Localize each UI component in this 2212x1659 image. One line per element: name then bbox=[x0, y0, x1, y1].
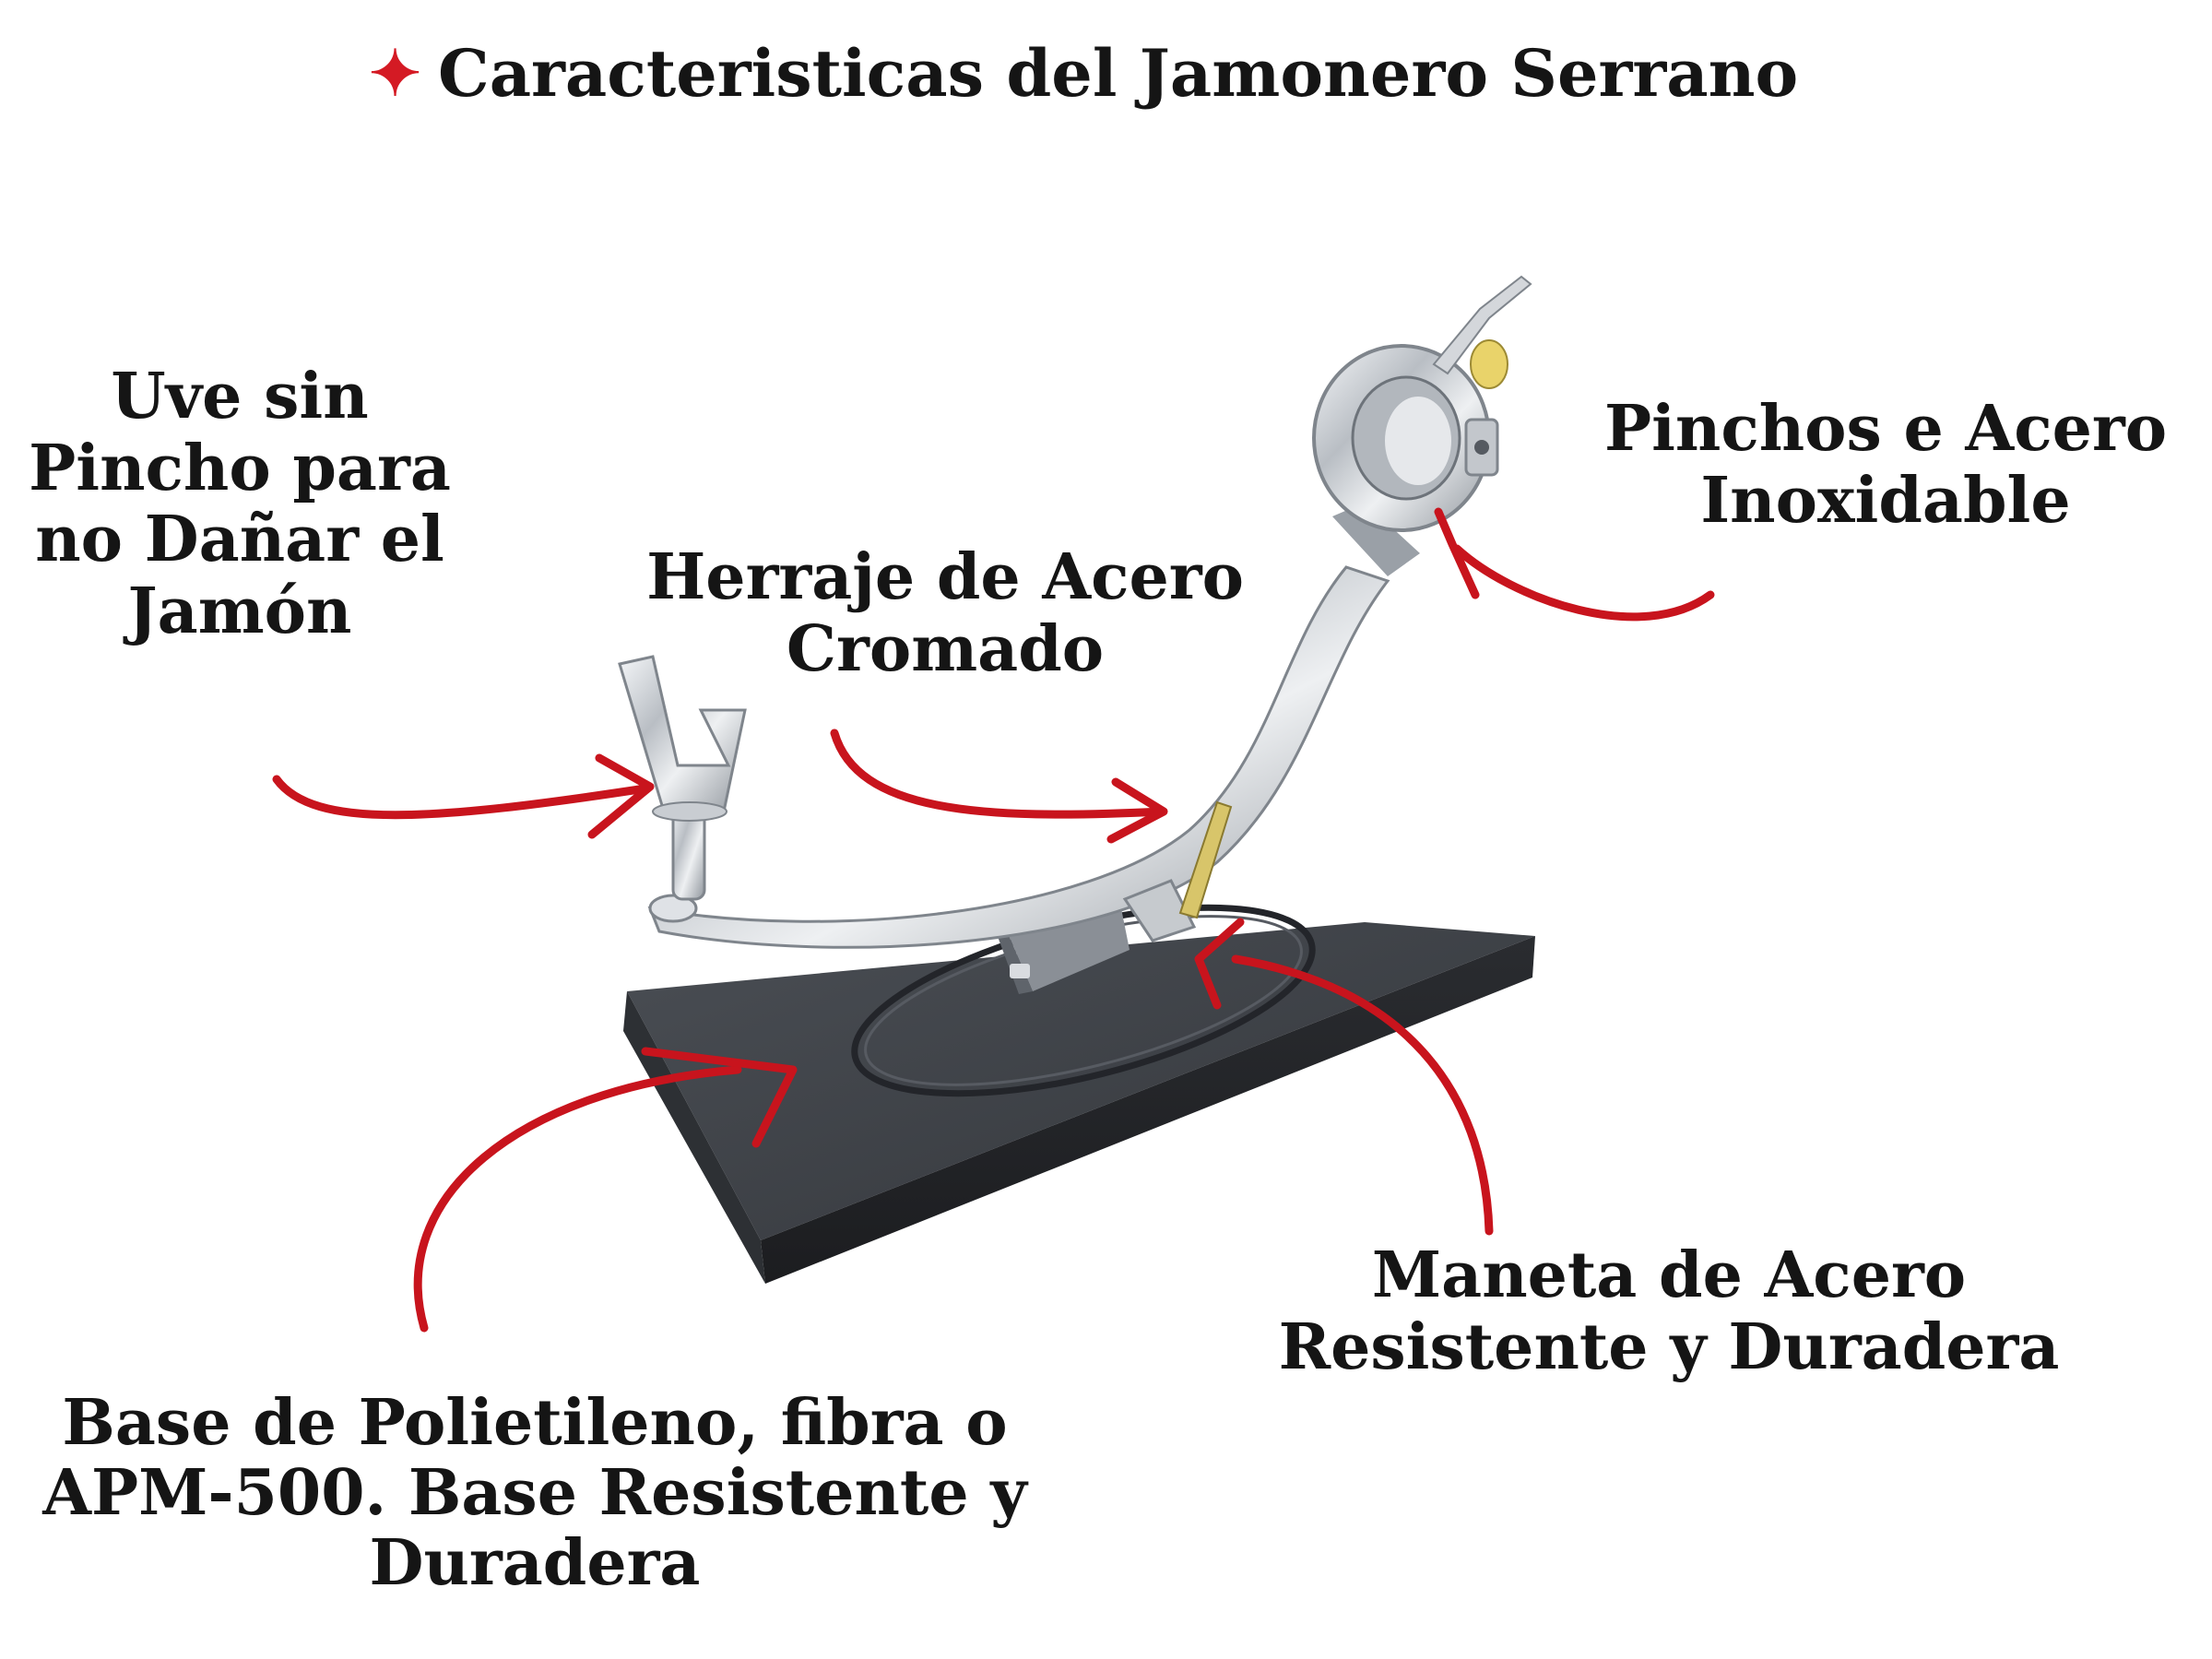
page-title-text: Caracteristicas del Jamonero Serrano bbox=[437, 35, 1799, 112]
arrow-maneta bbox=[1231, 954, 1494, 1236]
annotation-arrows bbox=[272, 507, 1715, 1333]
arrow-pinchos bbox=[1452, 544, 1715, 622]
black-base-board bbox=[623, 904, 1535, 1284]
label-base: Base de Polietileno, fibra o APM-500. Ba… bbox=[42, 1386, 1027, 1601]
maneta-handle bbox=[1122, 800, 1233, 942]
uve-holder bbox=[618, 655, 747, 901]
label-herraje: Herraje de Acero Cromado bbox=[646, 540, 1244, 686]
arrow-herraje-head bbox=[1106, 777, 1168, 844]
arrow-maneta-head bbox=[1194, 918, 1245, 1010]
ring-clamp bbox=[1312, 275, 1532, 576]
arrow-herraje bbox=[830, 729, 1166, 819]
arrow-base-head bbox=[641, 1047, 798, 1148]
red-star-icon: ✦ bbox=[369, 37, 421, 111]
label-pinchos: Pinchos e Acero Inoxidable bbox=[1603, 392, 2168, 538]
label-maneta: Maneta de Acero Resistente y Duradera bbox=[1278, 1238, 2060, 1384]
arrow-uve-head bbox=[587, 753, 655, 839]
arrow-base bbox=[413, 1065, 742, 1333]
arrow-pinchos-head bbox=[1434, 507, 1480, 599]
label-uve: Uve sin Pincho para no Dañar el Jamón bbox=[29, 360, 451, 648]
page-title: ✦Caracteristicas del Jamonero Serrano bbox=[369, 28, 1844, 120]
arrow-uve bbox=[272, 775, 650, 820]
